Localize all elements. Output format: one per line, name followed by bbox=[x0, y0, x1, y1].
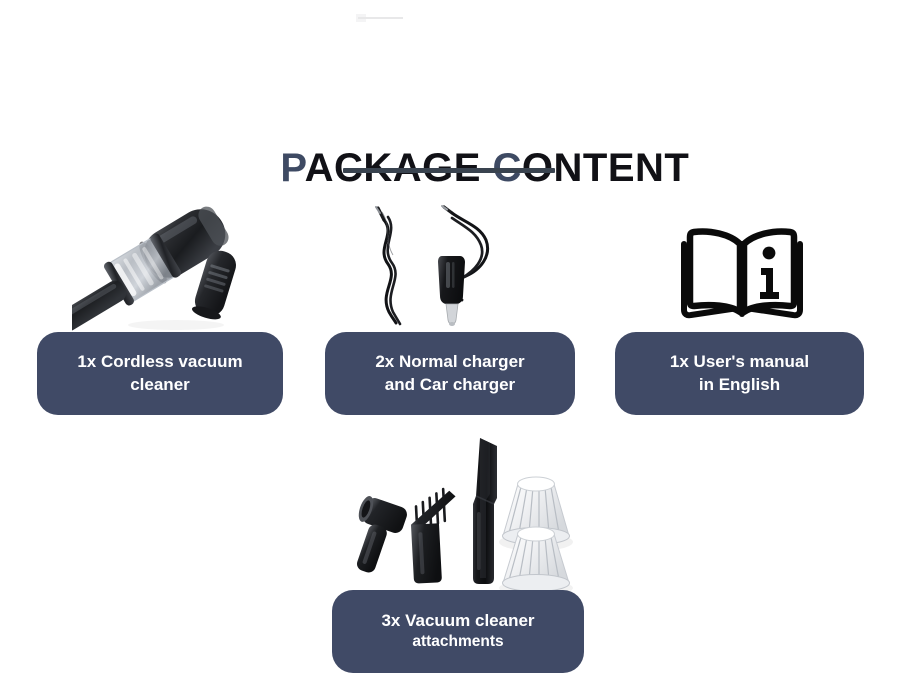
label-chargers: 2x Normal charger and Car charger bbox=[325, 332, 575, 415]
top-artifact-line bbox=[358, 17, 403, 19]
label-line-1: 3x Vacuum cleaner bbox=[381, 611, 535, 631]
label-line-1: 1x User's manual bbox=[669, 352, 810, 372]
label-line-1: 1x Cordless vacuum bbox=[77, 352, 243, 372]
attachment-nozzle bbox=[356, 496, 407, 573]
attachment-crevice-tool bbox=[473, 438, 497, 584]
label-user-manual: 1x User's manual in English bbox=[615, 332, 864, 415]
user-manual-book-icon bbox=[678, 224, 806, 322]
title-underline-divider bbox=[343, 168, 555, 173]
label-line-2: and Car charger bbox=[384, 374, 516, 394]
normal-charger-cable bbox=[375, 206, 402, 326]
page-title-accent-p: P bbox=[280, 146, 305, 190]
label-line-1: 2x Normal charger bbox=[375, 352, 525, 372]
label-line-2: in English bbox=[698, 374, 781, 394]
label-line-2: attachments bbox=[412, 633, 504, 651]
chargers-image bbox=[362, 200, 512, 330]
attachments-image bbox=[340, 432, 588, 596]
label-attachments: 3x Vacuum cleaner attachments bbox=[332, 590, 584, 673]
label-cordless-vacuum: 1x Cordless vacuum cleaner bbox=[37, 332, 283, 415]
label-line-2: cleaner bbox=[130, 374, 190, 394]
attachment-brush bbox=[410, 487, 456, 584]
cordless-vacuum-image bbox=[58, 192, 252, 334]
car-charger bbox=[438, 205, 489, 326]
